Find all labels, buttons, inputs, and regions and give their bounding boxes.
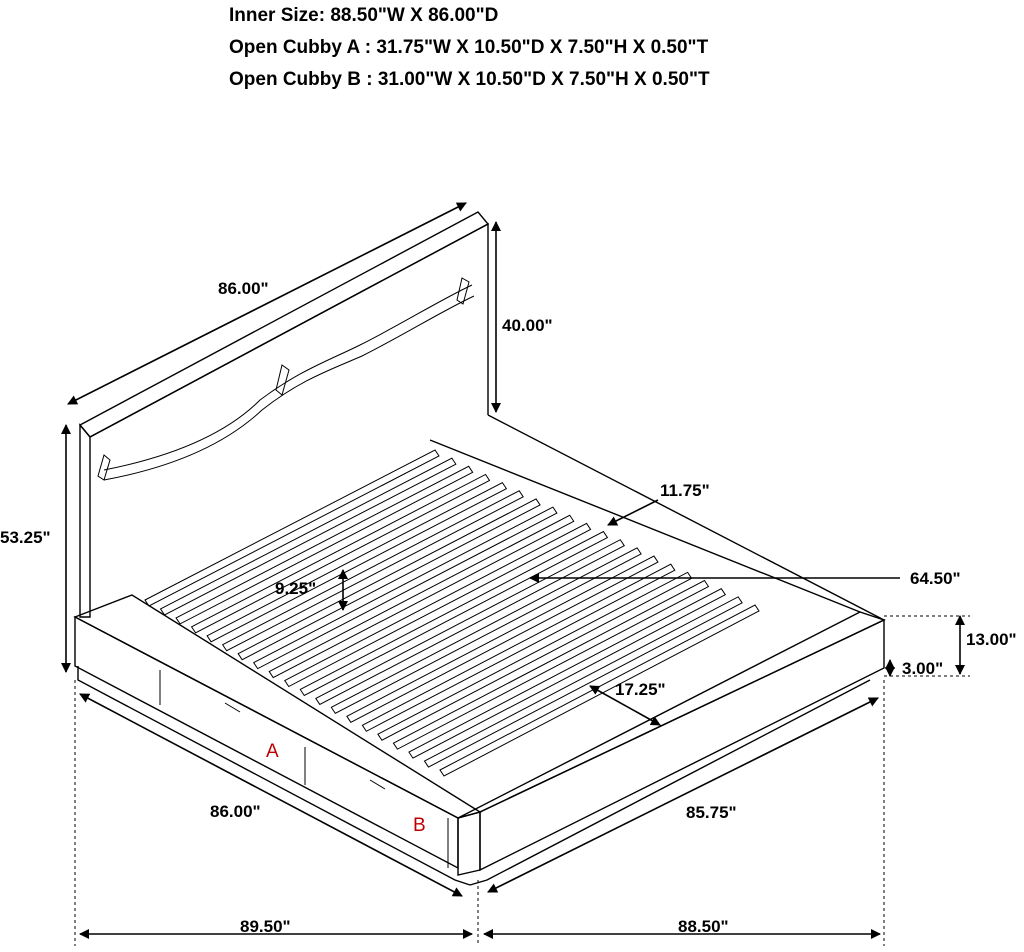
slat xyxy=(423,596,743,768)
dim-bottom-right-width: 88.50" xyxy=(678,917,729,936)
dim-headboard-width: 86.00" xyxy=(218,279,269,298)
slat xyxy=(377,571,693,741)
slat xyxy=(175,465,474,625)
slat xyxy=(190,473,491,634)
slat xyxy=(144,449,440,607)
spec-block: Inner Size: 88.50"W X 86.00"D Open Cubby… xyxy=(229,0,710,96)
dim-rail-width: 11.75" xyxy=(660,481,710,500)
dim-cubby-depth: 17.25" xyxy=(615,680,666,699)
slat xyxy=(221,490,524,652)
dim-left-depth: 86.00" xyxy=(210,802,261,821)
slat xyxy=(268,514,575,679)
cubby-a-label: A xyxy=(266,741,279,762)
spec-cubby-b: Open Cubby B : 31.00"W X 10.50"D X 7.50"… xyxy=(229,69,710,90)
cubby-b-label: B xyxy=(413,815,426,836)
dim-slat-height: 9.25" xyxy=(275,579,316,598)
dim-right-depth: 85.75" xyxy=(686,803,737,822)
slat xyxy=(206,481,508,643)
slat xyxy=(392,579,710,750)
spec-cubby-a: Open Cubby A : 31.75"W X 10.50"D X 7.50"… xyxy=(229,37,709,58)
dim-inner-width: 64.50" xyxy=(910,569,961,588)
slat xyxy=(159,457,457,616)
slat xyxy=(408,588,727,759)
slat xyxy=(237,498,541,661)
dim-base-height: 3.00" xyxy=(902,659,943,678)
dim-bed-height: 13.00" xyxy=(966,630,1017,649)
dimension-lines xyxy=(61,202,970,946)
slat xyxy=(284,522,592,688)
slat xyxy=(252,506,558,670)
spec-inner-size: Inner Size: 88.50"W X 86.00"D xyxy=(229,5,499,26)
slat xyxy=(299,530,609,697)
dim-total-height: 53.25" xyxy=(0,528,51,547)
slat xyxy=(361,563,676,732)
dim-headboard-height: 40.00" xyxy=(502,316,553,335)
slat xyxy=(315,539,625,706)
dim-bottom-left-width: 89.50" xyxy=(240,917,291,936)
